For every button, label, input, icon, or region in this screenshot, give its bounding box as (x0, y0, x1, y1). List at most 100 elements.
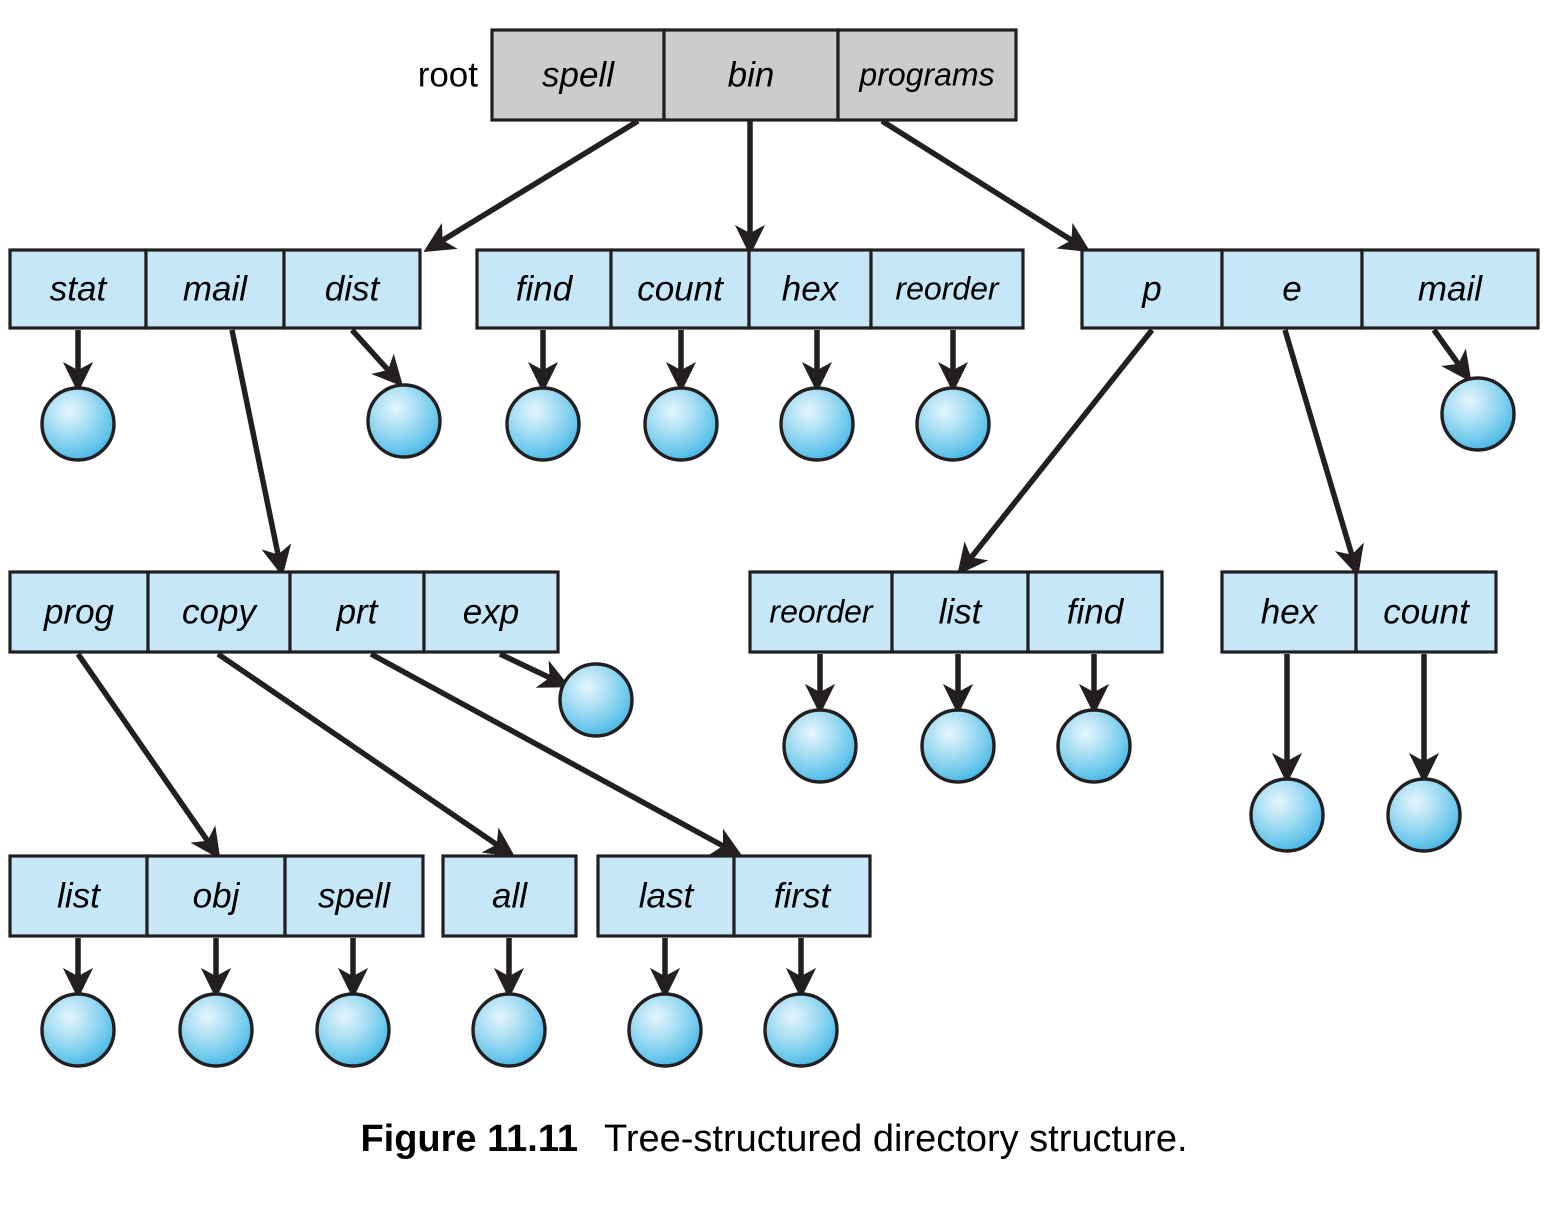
directory-cell-label-reorder: reorder (895, 270, 1000, 306)
directory-cell-label-programs: programs (858, 56, 994, 92)
directory-cell-exp[interactable] (422, 570, 560, 654)
directory-cell-dist[interactable] (282, 248, 422, 330)
directory-cell-label-find: find (516, 269, 574, 308)
file-reorder2-node-icon[interactable] (782, 708, 858, 784)
file-count-node-icon[interactable] (643, 386, 719, 462)
file-nodes-layer (40, 376, 1516, 1068)
directory-cell-label-spell: spell (318, 876, 391, 915)
directory-cell-find[interactable] (475, 248, 613, 330)
directory-cell-find[interactable] (1026, 570, 1164, 654)
directory-cell-prog[interactable] (8, 570, 150, 654)
file-all-node-icon[interactable] (471, 992, 547, 1068)
edge-mail2-file (1431, 328, 1472, 383)
directory-cell-label-hex: hex (782, 269, 840, 308)
directory-cell-label-reorder: reorder (769, 593, 874, 629)
directory-cell-label-stat: stat (50, 269, 108, 308)
directory-cell-label-mail: mail (183, 269, 248, 308)
edge-e-hexcount (1282, 329, 1364, 577)
file-reorder-node-icon[interactable] (915, 386, 991, 462)
directory-cell-label-prog: prog (43, 592, 115, 631)
directory-cell-first[interactable] (732, 854, 872, 938)
directory-cell-prt[interactable] (288, 570, 426, 654)
edge-exp-file (498, 651, 570, 688)
directory-cell-label-exp: exp (463, 592, 519, 631)
file-dist-node-icon[interactable] (366, 383, 442, 459)
directory-cell-label-find: find (1067, 592, 1125, 631)
directory-cell-label-copy: copy (182, 592, 258, 631)
edge-prt-first (369, 651, 743, 857)
directory-cell-p[interactable] (1080, 248, 1224, 330)
edge-p-list (957, 328, 1155, 576)
directory-cell-count[interactable] (1354, 570, 1498, 654)
edge-programs-to-group3 (880, 118, 1091, 253)
directory-cell-label-e: e (1282, 269, 1301, 308)
directory-cell-label-hex: hex (1261, 592, 1319, 631)
directory-cell-label-last: last (639, 876, 695, 915)
directory-cell-label-p: p (1141, 269, 1161, 308)
edges-layer (62, 118, 1472, 999)
root-tag-layer: root (418, 55, 479, 94)
file-stat-node-icon[interactable] (40, 386, 116, 462)
file-hex-node-icon[interactable] (779, 386, 855, 462)
file-last-node-icon[interactable] (627, 992, 703, 1068)
file-exp-node-icon[interactable] (558, 662, 634, 738)
row-root-row: spell bin programs (490, 28, 1018, 122)
figure-caption-text: Tree-structured directory structure. (604, 1118, 1188, 1160)
directory-cell-count[interactable] (609, 248, 751, 330)
file-obj-node-icon[interactable] (178, 992, 254, 1068)
directory-cell-label-dist: dist (325, 269, 381, 308)
directory-cell-mail[interactable] (144, 248, 286, 330)
root-label: root (418, 55, 479, 94)
edge-spell-to-group1 (423, 118, 640, 253)
directory-cell-hex[interactable] (747, 248, 873, 330)
directory-cell-label-obj: obj (193, 876, 241, 915)
file-first-node-icon[interactable] (763, 992, 839, 1068)
directory-cell-spell[interactable] (490, 28, 666, 122)
file-find-node-icon[interactable] (505, 386, 581, 462)
row-level-3: prog copy prt exp reorder list find hex count (8, 570, 1498, 654)
directory-cell-reorder[interactable] (869, 248, 1025, 330)
directory-cell-label-list: list (57, 876, 101, 915)
edge-prog-obj (75, 652, 221, 860)
directory-cell-label-all: all (492, 876, 528, 915)
directory-cell-label-mail: mail (1418, 269, 1483, 308)
directory-cell-label-count: count (1383, 592, 1470, 631)
directory-group-root-group: spell bin programs (490, 28, 1018, 122)
edge-mail-prt (229, 329, 292, 577)
file-hex2-node-icon[interactable] (1249, 777, 1325, 853)
directory-group-spell-children: stat mail dist (8, 248, 422, 330)
directory-group-p-children: reorder list find (748, 570, 1164, 654)
directory-cell-spell[interactable] (283, 854, 425, 938)
directory-cell-mail[interactable] (1360, 248, 1540, 330)
file-mail-right-node-icon[interactable] (1440, 376, 1516, 452)
directory-group-programs-children: p e mail (1080, 248, 1540, 330)
file-list2-node-icon[interactable] (920, 708, 996, 784)
directory-cell-last[interactable] (596, 854, 736, 938)
file-find2-node-icon[interactable] (1056, 708, 1132, 784)
directory-cell-all[interactable] (441, 854, 578, 938)
directory-cell-programs[interactable] (836, 28, 1018, 122)
file-count2-node-icon[interactable] (1386, 777, 1462, 853)
directory-group-e-children: hex count (1220, 570, 1498, 654)
edge-dist-file (349, 328, 404, 387)
directory-cell-reorder[interactable] (748, 570, 894, 654)
directory-group-mail-children: prog copy prt exp (8, 570, 560, 654)
figure-caption: Figure 11.11 Tree-structured directory st… (0, 1118, 1548, 1161)
directory-group-prog-children: list obj spell (8, 854, 425, 938)
figure-caption-label: Figure 11.11 (360, 1118, 579, 1160)
edge-copy-all (216, 651, 516, 858)
file-list3-node-icon[interactable] (40, 992, 116, 1068)
directory-cell-label-list: list (939, 592, 983, 631)
directory-cell-label-spell: spell (542, 55, 615, 94)
directory-cell-label-bin: bin (728, 55, 775, 94)
directory-cell-label-prt: prt (336, 592, 379, 631)
file-spell2-node-icon[interactable] (315, 992, 391, 1068)
directory-group-copy-children: all (441, 854, 578, 938)
